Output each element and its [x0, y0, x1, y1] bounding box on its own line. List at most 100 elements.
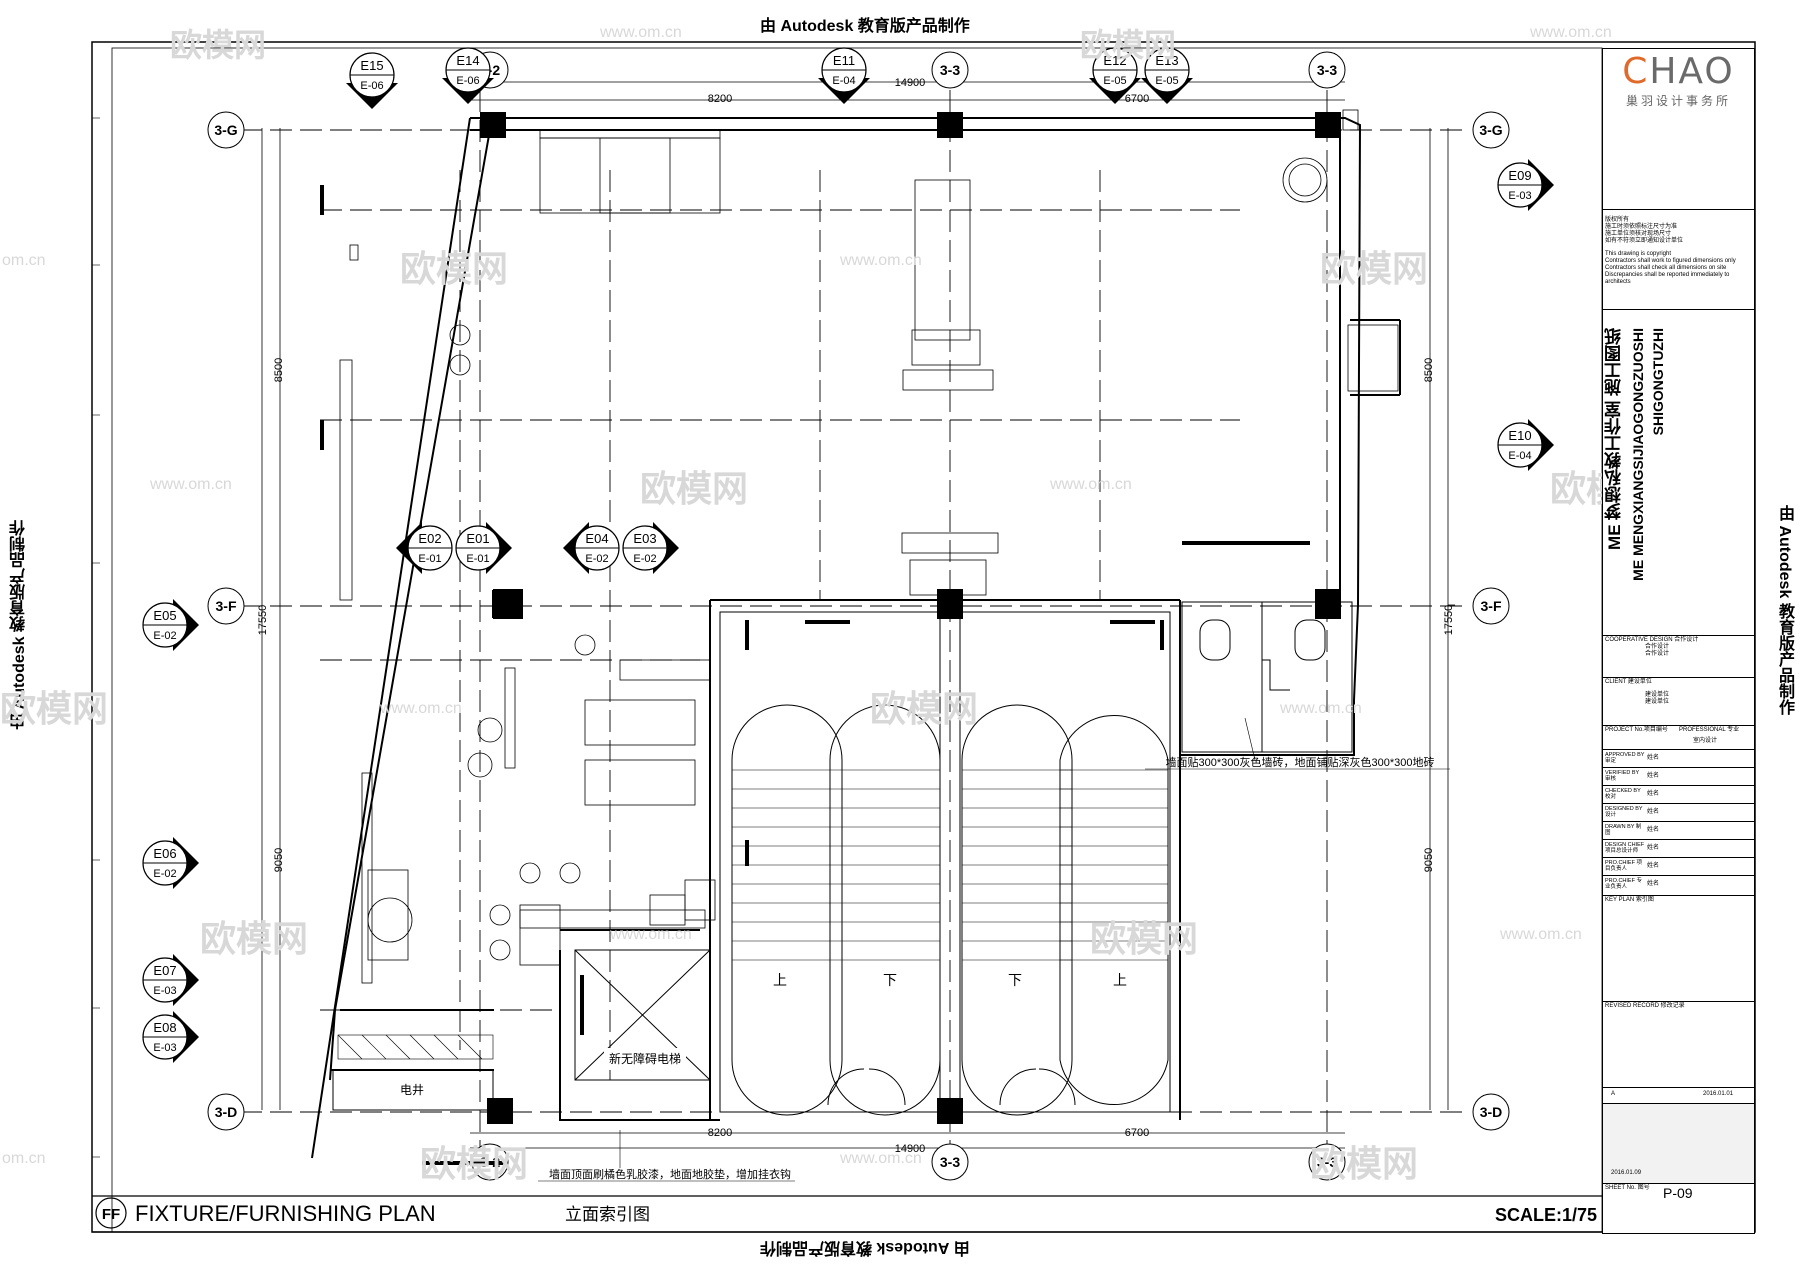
- watermark-url: www.om.cn: [600, 24, 682, 41]
- firm-logo-text: HAO: [1649, 51, 1735, 92]
- signature-role: CHECKED BY 校对: [1605, 788, 1641, 800]
- sheet-no: P-09: [1663, 1185, 1693, 1201]
- elevation-marker-id: E08: [153, 1020, 176, 1035]
- elevation-marker-sheet: E-05: [1103, 75, 1126, 87]
- watermark-url: om.cn: [2, 252, 46, 269]
- elevation-marker-sheet: E-01: [466, 553, 489, 565]
- signature-row: DESIGNED BY 设计姓名: [1603, 803, 1754, 821]
- elevation-marker-sheet: E-03: [153, 985, 176, 997]
- watermark-logo: 欧模网: [0, 689, 109, 730]
- client-label: CLIENT 建设单位: [1605, 679, 1652, 685]
- elevation-marker-id: E05: [153, 608, 176, 623]
- signature-value: 姓名: [1647, 827, 1660, 833]
- grid-bubble-col-b-top: 3-3: [940, 62, 960, 78]
- project-no-label: PROJECT No.项目编号: [1605, 727, 1668, 733]
- elevation-marker-id: E01: [466, 531, 489, 546]
- elevation-marker-id: E03: [633, 531, 656, 546]
- shaft-label: 电井: [400, 1083, 424, 1097]
- dim-bottom-total: 14900: [895, 1143, 926, 1155]
- sheet-no-label: SHEET No. 图号: [1605, 1185, 1650, 1191]
- signature-value: 姓名: [1647, 863, 1660, 869]
- elevator-shaft: [574, 949, 711, 1081]
- elevation-marker-sheet: E-05: [1155, 75, 1178, 87]
- dim-left-lower: 9050: [273, 848, 285, 872]
- elevation-marker-sheet: E-04: [832, 75, 855, 87]
- signature-value: 姓名: [1647, 881, 1660, 887]
- dim-right-lower: 9050: [1423, 848, 1435, 872]
- dim-top-total: 14900: [895, 77, 926, 89]
- signature-row: PRO.CHIEF 专业负责人姓名: [1603, 875, 1754, 893]
- watermark-url: www.om.cn: [1280, 700, 1362, 717]
- firm-logo: CHAO 巢羽设计事务所: [1607, 51, 1750, 109]
- watermark-url: om.cn: [2, 1150, 46, 1167]
- client: CLIENT 建设单位 建设单位 建设单位: [1603, 677, 1754, 725]
- signature-row: DESIGN CHIEF 项目总设计师姓名: [1603, 839, 1754, 857]
- autodesk-stamp-right: 由 Autodesk 教育版产品制作: [1776, 505, 1793, 715]
- key-plan-label: KEY PLAN 索引图: [1605, 897, 1654, 903]
- note-cn-3: 施工单位须核对现场尺寸: [1605, 231, 1672, 237]
- signature-value: 姓名: [1647, 791, 1660, 797]
- signature-role: APPROVED BY 审定: [1605, 752, 1645, 764]
- watermark-logo: 欧模网: [1310, 1144, 1419, 1185]
- cooperative-design: COOPERATIVE DESIGN 合作设计 合作设计 合作设计: [1603, 635, 1754, 677]
- elevation-marker-id: E02: [418, 531, 441, 546]
- watermark-url: www.om.cn: [840, 252, 922, 269]
- elevation-marker-sheet: E-06: [456, 75, 479, 87]
- copyright-notes: 版权所有 施工时须依照标注尺寸为准 施工单位须核对现场尺寸 如有不符须立即通知设…: [1603, 209, 1754, 359]
- elevation-marker-id: E11: [833, 53, 855, 68]
- autodesk-stamp-top: 由 Autodesk 教育版产品制作: [760, 18, 970, 35]
- signature-row: DRAWN BY 制图姓名: [1603, 821, 1754, 839]
- grid-bubble-3d-right: 3-D: [1480, 1104, 1503, 1120]
- watermark-logo: 欧模网: [420, 1144, 529, 1185]
- watermark-logo: 欧模网: [200, 919, 309, 960]
- professional-value: 室内设计: [1693, 738, 1718, 744]
- watermark-url: www.om.cn: [150, 476, 232, 493]
- drawing-scale: SCALE:1/75: [1495, 1205, 1597, 1225]
- watermark-url: www.om.cn: [1500, 926, 1582, 943]
- watermark-url: www.om.cn: [1530, 24, 1612, 41]
- elevation-marker-id: E13: [1155, 53, 1178, 68]
- signature-row: PRO.CHIEF 项目负责人姓名: [1603, 857, 1754, 875]
- elevation-marker-sheet: E-06: [360, 80, 383, 92]
- elevation-marker-sheet: E-03: [153, 1042, 176, 1054]
- watermark-logo: 欧模网: [870, 689, 979, 730]
- project-title-pinyin-2: SHIGONGTUZHI: [1650, 328, 1666, 436]
- grid-bubble-3f-left: 3-F: [216, 598, 237, 614]
- signature-value: 姓名: [1647, 845, 1660, 851]
- note-cn-1: 版权所有: [1605, 217, 1630, 223]
- elevation-marker-sheet: E-02: [153, 630, 176, 642]
- project-title-cn: ME 梦想私教工作室 施工图纸: [1605, 328, 1624, 550]
- signature-row: CHECKED BY 校对姓名: [1603, 785, 1754, 803]
- coop-label: COOPERATIVE DESIGN 合作设计: [1605, 637, 1699, 643]
- stair-down-label-1: 下: [883, 972, 897, 988]
- elevation-marker-id: E09: [1508, 168, 1531, 183]
- grid-bubble-3f-right: 3-F: [1481, 598, 1502, 614]
- stair-up-label-2: 上: [1113, 972, 1127, 988]
- elevation-marker-sheet: E-02: [153, 868, 176, 880]
- coop-value-2: 合作设计: [1645, 651, 1670, 657]
- revised-record-label: REVISED RECORD 修改记录: [1605, 1003, 1685, 1009]
- elevation-marker-id: E07: [153, 963, 176, 978]
- watermark-url: www.om.cn: [610, 926, 692, 943]
- stair-up-label-1: 上: [773, 972, 787, 988]
- grid-bubble-3d-left: 3-D: [215, 1104, 238, 1120]
- signature-value: 姓名: [1647, 809, 1660, 815]
- signature-role: PRO.CHIEF 专业负责人: [1605, 878, 1642, 890]
- signature-role: DRAWN BY 制图: [1605, 824, 1642, 836]
- client-value-2: 建设单位: [1645, 699, 1670, 705]
- elevation-marker-sheet: E-01: [418, 553, 441, 565]
- title-block: CHAO 巢羽设计事务所 版权所有 施工时须依照标注尺寸为准 施工单位须核对现场…: [1602, 48, 1755, 1234]
- elevation-marker-sheet: E-02: [633, 553, 656, 565]
- elevation-marker-id: E15: [360, 58, 383, 73]
- firm-name: 巢羽设计事务所: [1625, 94, 1731, 108]
- watermark-logo: 欧模网: [640, 469, 749, 510]
- dim-right-total: 17550: [1443, 605, 1455, 636]
- signature-role: DESIGN CHIEF 项目总设计师: [1605, 842, 1645, 854]
- signature-role: DESIGNED BY 设计: [1605, 806, 1643, 818]
- elevation-marker-id: E04: [585, 531, 608, 546]
